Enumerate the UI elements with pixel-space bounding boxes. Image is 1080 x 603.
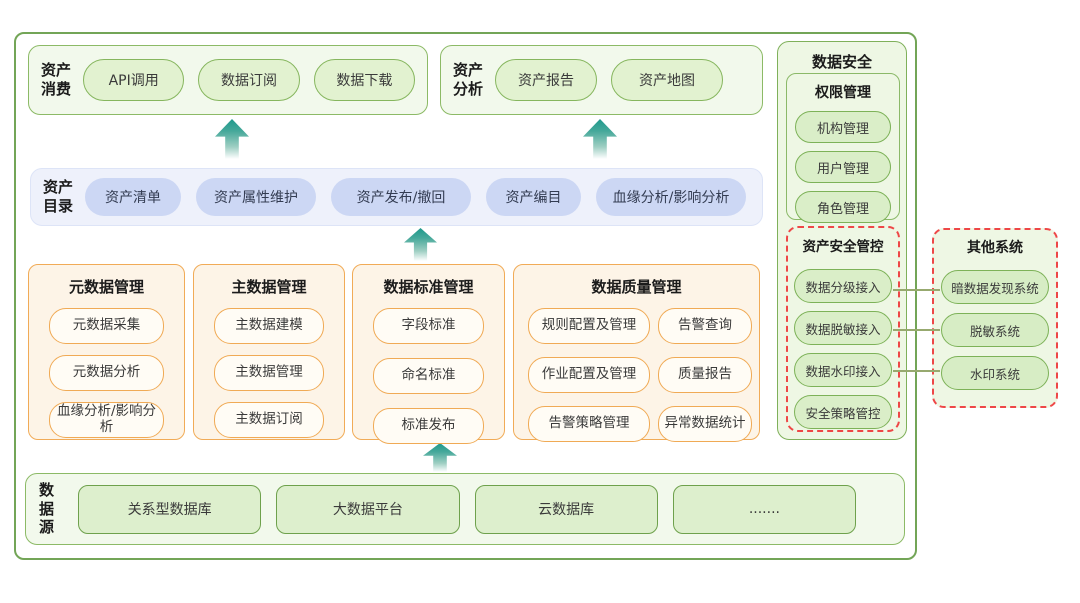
section-label: 资产 目录 [43, 177, 74, 216]
other-system-pill: 水印系统 [941, 356, 1049, 390]
asset-catalog-pill: 资产发布/撤回 [331, 178, 472, 216]
permission-mgmt-box: 权限管理 机构管理 用户管理 角色管理 [786, 73, 900, 223]
data-source-pill: 关系型数据库 [78, 484, 262, 534]
pills-column: 机构管理 用户管理 角色管理 [795, 111, 891, 223]
section-data-standard-mgmt: 数据标准管理 字段标准 命名标准 标准发布 [352, 264, 505, 444]
data-source-pill: ....... [672, 484, 857, 534]
data-quality-pill: 规则配置及管理 [528, 308, 650, 344]
data-quality-pill: 作业配置及管理 [528, 357, 650, 393]
asset-catalog-pill: 资产编目 [486, 178, 582, 216]
pills-grid: 规则配置及管理 告警查询 作业配置及管理 质量报告 告警策略管理 异常数据统计 [528, 308, 759, 442]
asset-consumption-pill: API调用 [83, 59, 185, 101]
asset-catalog-pill: 资产清单 [85, 178, 182, 216]
data-standard-pill: 标准发布 [373, 408, 484, 444]
permission-pill: 机构管理 [795, 111, 891, 143]
asset-consumption-pill: 数据订阅 [198, 59, 300, 101]
section-title: 其他系统 [967, 240, 1023, 256]
pills-row: API调用 数据订阅 数据下载 [83, 59, 415, 101]
section-data-quality-mgmt: 数据质量管理 规则配置及管理 告警查询 作业配置及管理 质量报告 告警策略管理 … [513, 264, 760, 442]
permission-pill: 角色管理 [795, 191, 891, 223]
metadata-pill: 血缘分析/影响分析 [49, 402, 164, 438]
data-source-pill: 云数据库 [474, 484, 658, 534]
asset-catalog-pill: 资产属性维护 [196, 178, 317, 216]
section-label: 资产 分析 [453, 60, 484, 99]
section-asset-consumption: 资产 消费 API调用 数据订阅 数据下载 [28, 45, 428, 115]
pills-row: 资产报告 资产地图 [495, 59, 724, 101]
connector-line [893, 329, 940, 331]
data-quality-pill: 告警查询 [658, 308, 752, 344]
pills-row: 资产清单 资产属性维护 资产发布/撤回 资产编目 血缘分析/影响分析 [85, 178, 747, 216]
permission-pill: 用户管理 [795, 151, 891, 183]
section-title: 数据标准管理 [383, 278, 474, 296]
asset-catalog-pill: 血缘分析/影响分析 [596, 178, 747, 216]
section-title: 资产安全管控 [802, 239, 884, 255]
data-standard-pill: 字段标准 [373, 308, 484, 344]
data-quality-pill: 告警策略管理 [528, 406, 650, 442]
section-title: 数据安全 [811, 53, 872, 71]
master-data-pill: 主数据管理 [214, 355, 324, 391]
section-label: 数 据 源 [39, 480, 55, 537]
section-title: 数据质量管理 [591, 278, 682, 296]
data-quality-pill: 异常数据统计 [658, 406, 752, 442]
section-metadata-mgmt: 元数据管理 元数据采集 元数据分析 血缘分析/影响分析 [28, 264, 185, 440]
asset-security-pill: 数据分级接入 [794, 269, 892, 303]
metadata-pill: 元数据采集 [49, 308, 164, 344]
section-master-data-mgmt: 主数据管理 主数据建模 主数据管理 主数据订阅 [193, 264, 345, 440]
other-system-pill: 暗数据发现系统 [941, 270, 1049, 304]
asset-security-pill: 安全策略管控 [794, 395, 892, 429]
section-asset-analysis: 资产 分析 资产报告 资产地图 [440, 45, 763, 115]
connector-line [893, 289, 940, 291]
data-quality-pill: 质量报告 [658, 357, 752, 393]
pills-column: 字段标准 命名标准 标准发布 [373, 308, 484, 444]
asset-analysis-pill: 资产地图 [611, 59, 724, 101]
section-asset-security-control: 资产安全管控 数据分级接入 数据脱敏接入 数据水印接入 安全策略管控 [786, 226, 900, 432]
pills-column: 数据分级接入 数据脱敏接入 数据水印接入 安全策略管控 [794, 269, 892, 429]
metadata-pill: 元数据分析 [49, 355, 164, 391]
asset-security-pill: 数据水印接入 [794, 353, 892, 387]
pills-column: 暗数据发现系统 脱敏系统 水印系统 [941, 270, 1049, 390]
master-data-pill: 主数据建模 [214, 308, 324, 344]
section-other-systems: 其他系统 暗数据发现系统 脱敏系统 水印系统 [932, 228, 1058, 408]
data-source-pill: 大数据平台 [276, 484, 460, 534]
section-data-source: 数 据 源 关系型数据库 大数据平台 云数据库 ....... [25, 473, 905, 545]
section-title: 主数据管理 [231, 278, 307, 296]
pills-row: 关系型数据库 大数据平台 云数据库 ....... [78, 484, 857, 534]
data-standard-pill: 命名标准 [373, 358, 484, 394]
master-data-pill: 主数据订阅 [214, 402, 324, 438]
pills-column: 元数据采集 元数据分析 血缘分析/影响分析 [49, 308, 164, 438]
asset-analysis-pill: 资产报告 [495, 59, 598, 101]
other-system-pill: 脱敏系统 [941, 313, 1049, 347]
section-asset-catalog: 资产 目录 资产清单 资产属性维护 资产发布/撤回 资产编目 血缘分析/影响分析 [30, 168, 763, 226]
asset-consumption-pill: 数据下载 [313, 59, 415, 101]
connector-line [893, 370, 940, 372]
section-title: 元数据管理 [68, 278, 144, 296]
pills-column: 主数据建模 主数据管理 主数据订阅 [214, 308, 324, 438]
asset-security-pill: 数据脱敏接入 [794, 311, 892, 345]
section-label: 资产 消费 [41, 60, 72, 99]
section-title: 权限管理 [815, 85, 871, 101]
